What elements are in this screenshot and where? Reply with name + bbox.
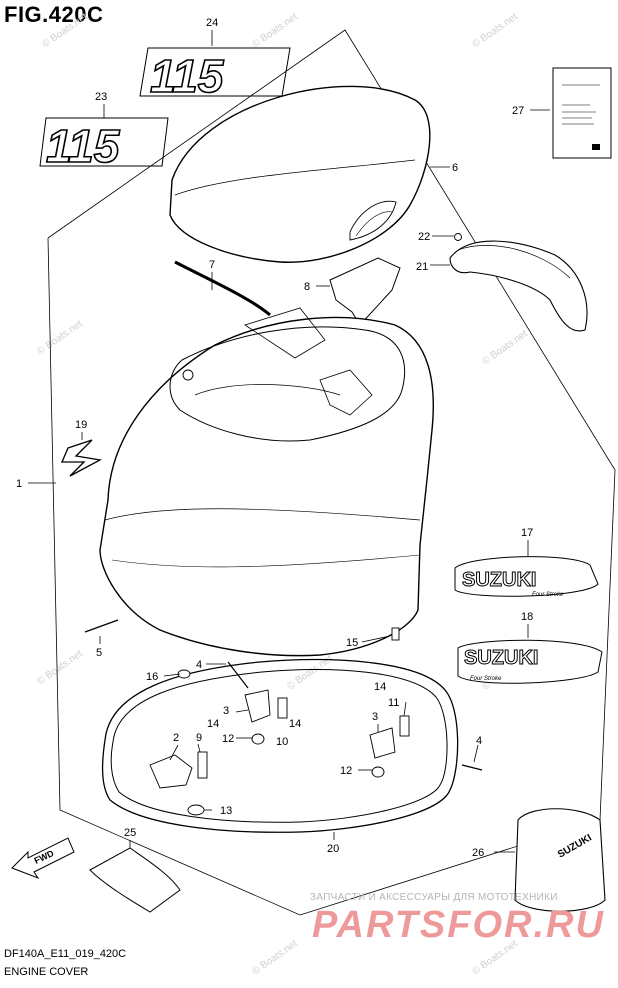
callout-14: 14	[374, 681, 386, 693]
callout-12: 12	[222, 733, 234, 745]
seal-strip	[174, 260, 271, 317]
callout-10: 10	[276, 736, 288, 748]
clip-10	[277, 697, 288, 719]
decal-suzuki-lower: SUZUKI Four Stroke	[457, 639, 603, 684]
cover-bracket	[329, 257, 401, 326]
callout-23: 23	[95, 91, 107, 103]
cover-handle	[449, 233, 588, 332]
decal-115-upper: 115	[139, 47, 291, 103]
grommet-12-left	[251, 733, 265, 745]
callout-24: 24	[206, 17, 218, 29]
callout-8: 8	[304, 281, 310, 293]
callout-18: 18	[521, 611, 533, 623]
footer-caption: ENGINE COVER	[4, 966, 89, 978]
callout-numbers: 1 2 3 3 4 4 5 6 7 8 9 10 11 12 12 13 14 …	[16, 17, 533, 859]
callout-2: 2	[173, 732, 179, 744]
bag-25	[89, 847, 181, 913]
decal-script-text: Four Stroke	[532, 592, 564, 598]
decal-suzuki-text: SUZUKI	[464, 647, 538, 669]
callout-4: 4	[196, 659, 202, 671]
callout-20: 20	[327, 843, 339, 855]
figure-title: FIG.420C	[4, 2, 104, 27]
clip-9	[197, 751, 208, 779]
watermark-text: © Boats.net	[470, 11, 519, 50]
grommet-12-right	[371, 766, 385, 778]
pin-4-right	[461, 764, 483, 771]
callout-7: 7	[209, 259, 215, 271]
bolt-15	[391, 627, 400, 641]
top-cover	[169, 85, 431, 263]
decal-script-text: Four Stroke	[470, 676, 502, 682]
callout-14: 14	[207, 718, 219, 730]
fwd-arrow: FWD	[11, 837, 75, 880]
watermark-text: © Boats.net	[40, 11, 89, 50]
emblem-19	[61, 439, 102, 477]
callout-15: 15	[346, 637, 358, 649]
callout-19: 19	[75, 419, 87, 431]
watermark-text: © Boats.net	[480, 328, 529, 367]
decal-suzuki-upper: SUZUKI Four Stroke	[454, 556, 599, 598]
callout-3: 3	[372, 711, 378, 723]
watermark-ru-text: ЗАПЧАСТИ И АКСЕССУАРЫ ДЛЯ МОТОТЕХНИКИ	[310, 892, 558, 903]
grommet-13	[187, 804, 205, 816]
callout-17: 17	[521, 527, 533, 539]
callout-21: 21	[416, 261, 428, 273]
callout-12: 12	[340, 765, 352, 777]
watermark-text: © Boats.net	[250, 11, 299, 50]
hardware-group	[84, 619, 483, 816]
decal-suzuki-text: SUZUKI	[462, 569, 536, 591]
clip-11	[399, 715, 410, 737]
callout-6: 6	[452, 162, 458, 174]
callout-1: 1	[16, 478, 22, 490]
callout-16: 16	[146, 671, 158, 683]
callout-9: 9	[196, 732, 202, 744]
callout-4: 4	[476, 735, 482, 747]
callout-13: 13	[220, 805, 232, 817]
callout-27: 27	[512, 105, 524, 117]
engine-cover-main	[99, 307, 434, 657]
callout-22: 22	[418, 231, 430, 243]
watermark-text: © Boats.net	[250, 938, 299, 977]
callout-25: 25	[124, 827, 136, 839]
callout-11: 11	[388, 697, 399, 709]
leader-lines	[28, 30, 550, 853]
pin-4-left	[227, 661, 249, 689]
callout-3: 3	[223, 705, 229, 717]
footer-code: DF140A_E11_019_420C	[4, 948, 127, 960]
pin-5	[84, 619, 119, 633]
decal-115-text: 115	[150, 50, 225, 102]
decal-115-lower: 115	[39, 117, 169, 173]
callout-5: 5	[96, 647, 102, 659]
owners-manual	[552, 67, 612, 159]
latch-3-right	[369, 727, 396, 759]
screw-22	[454, 233, 462, 241]
watermark-logo: PARTSFOR.RU	[312, 904, 605, 946]
watermark-text: © Boats.net	[35, 318, 84, 357]
decal-115-text: 115	[46, 120, 121, 172]
bottom-seal	[101, 658, 459, 833]
latch-3-left	[244, 689, 271, 723]
watermark-text: © Boats.net	[35, 648, 84, 687]
callout-26: 26	[472, 847, 484, 859]
callout-14: 14	[289, 718, 301, 730]
latch-2	[149, 754, 193, 789]
storage-cover: SUZUKI	[514, 808, 606, 912]
